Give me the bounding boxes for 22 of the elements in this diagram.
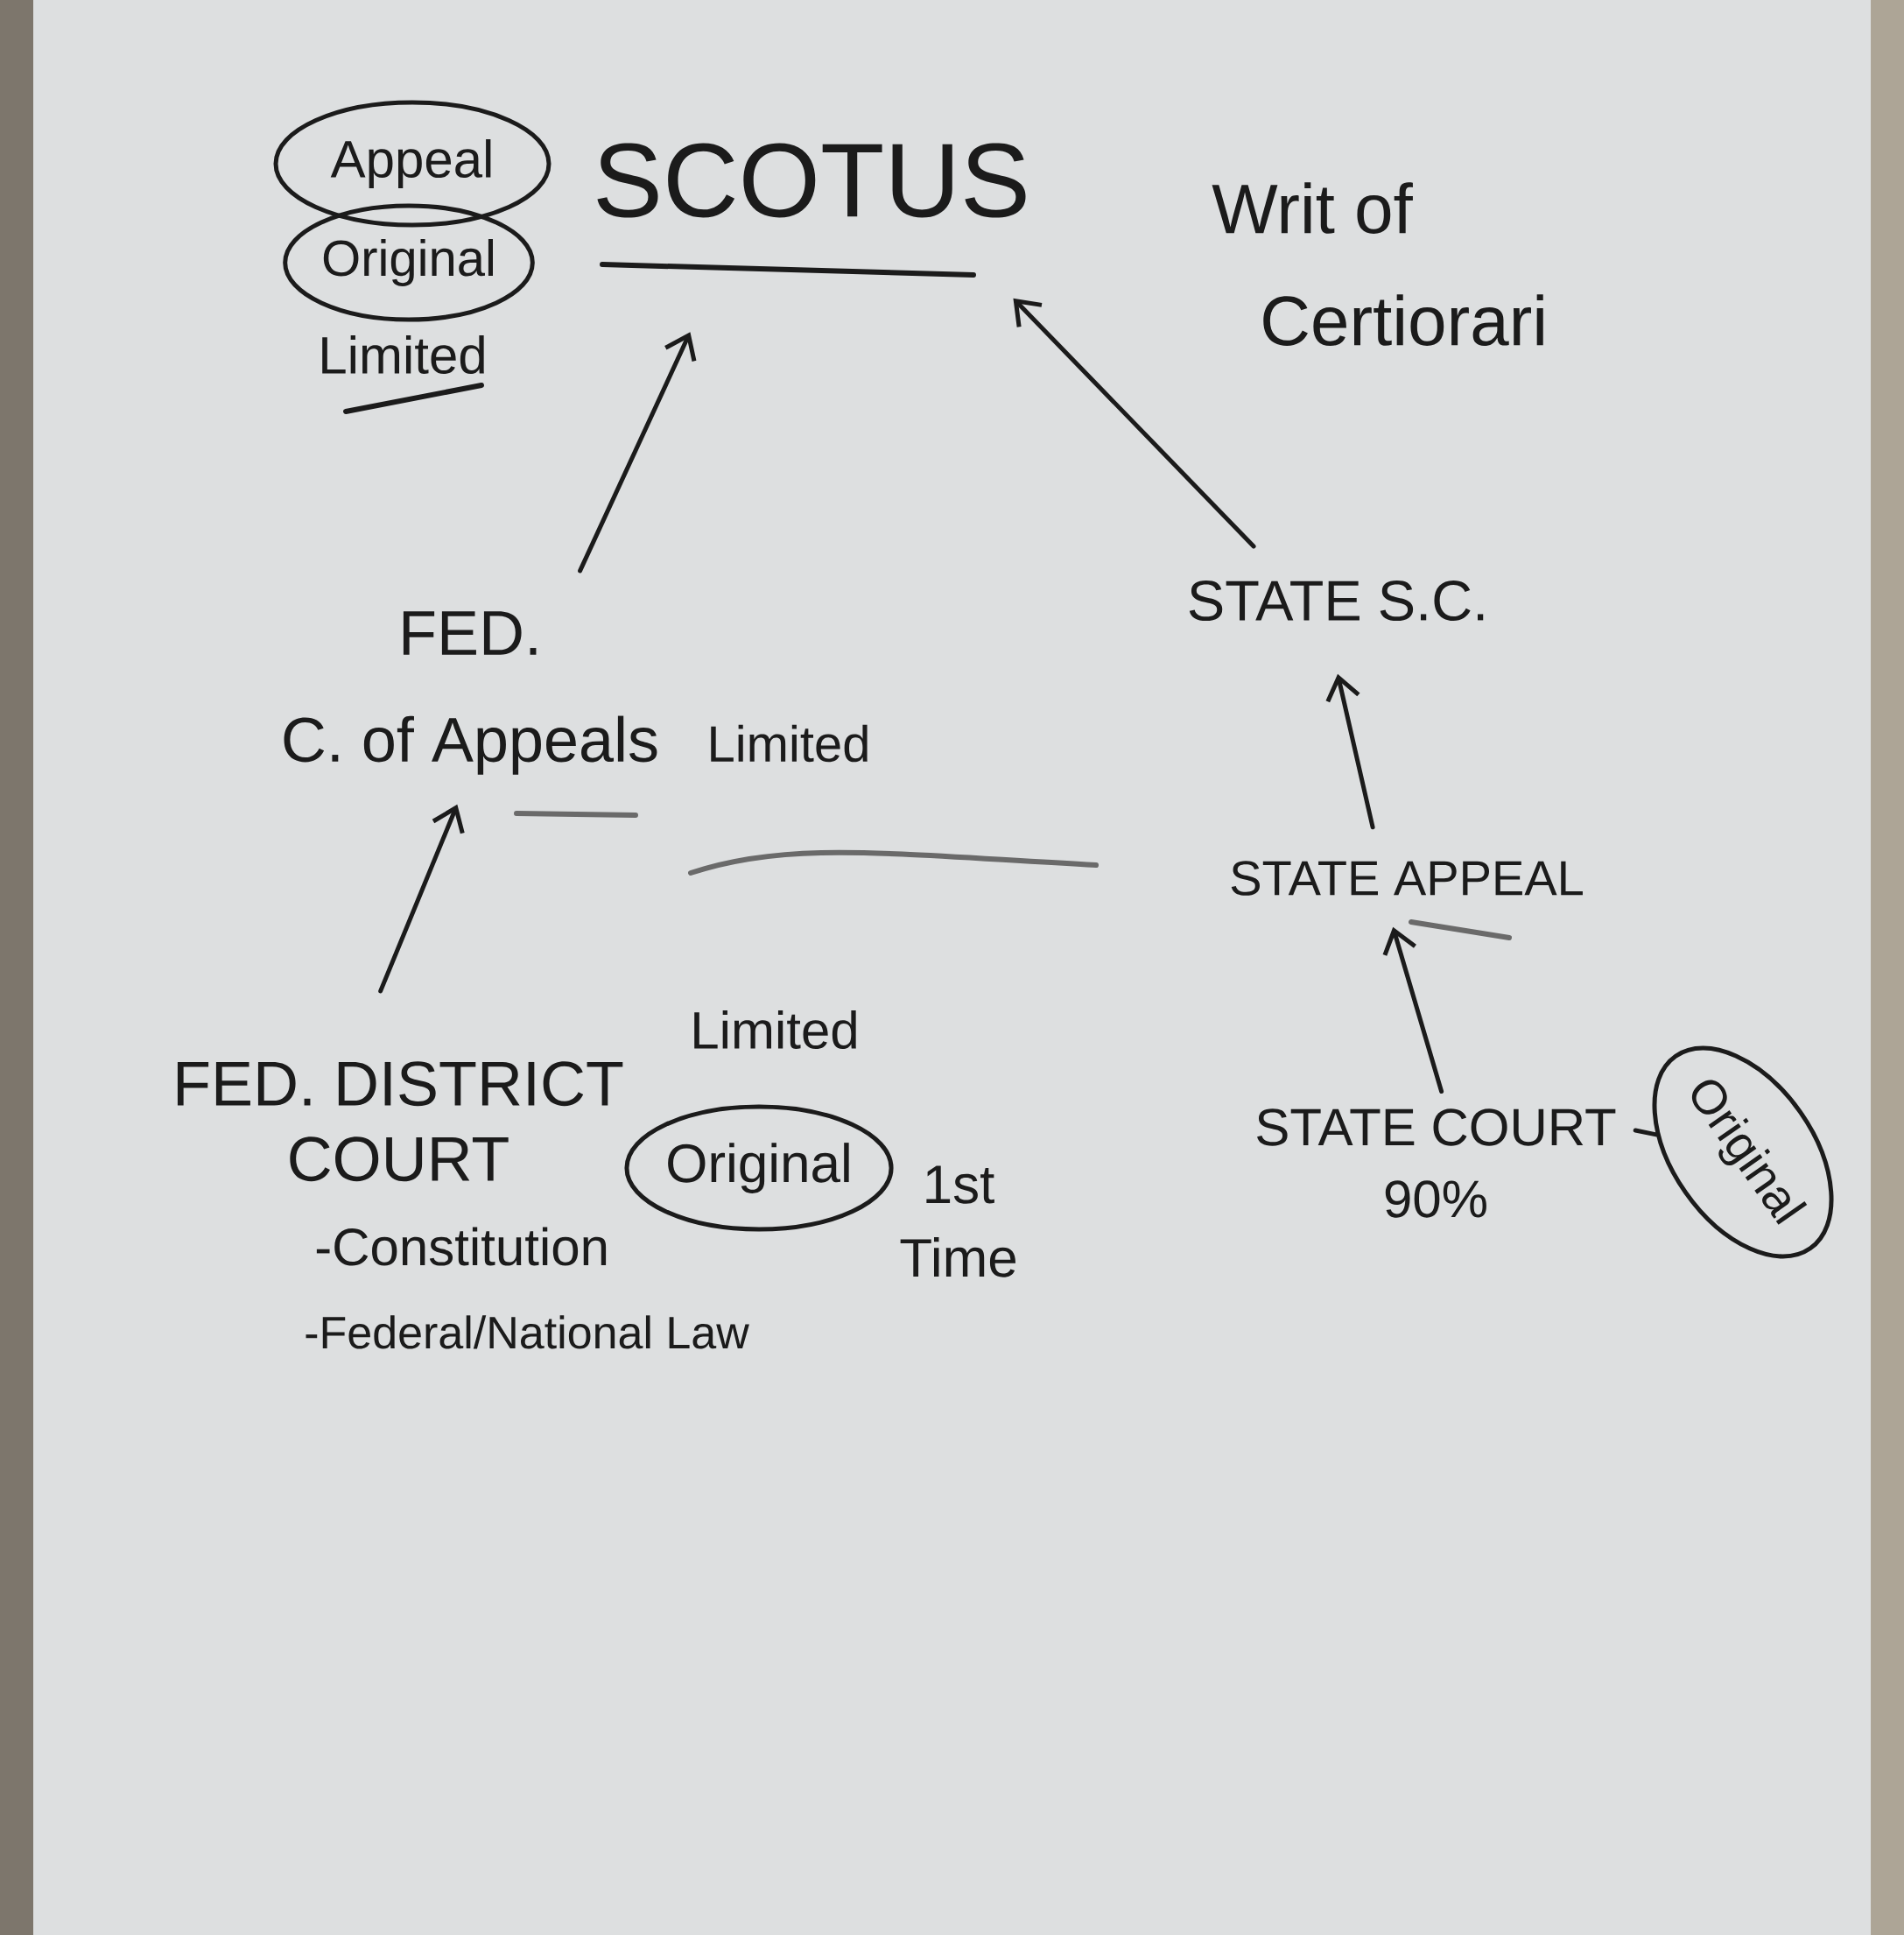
annotation: Limited — [322, 335, 484, 375]
annotation: -Federal/National Law — [306, 1315, 749, 1349]
arrow — [1382, 926, 1444, 1094]
circled-word: Original — [283, 203, 535, 322]
annotation: Limited — [711, 724, 868, 763]
arrow — [1013, 298, 1256, 549]
court-name: SCOTUS — [597, 143, 1026, 218]
annotation: 1st Time — [900, 1165, 1015, 1277]
annotation: Writ of Certiorari — [1212, 182, 1543, 346]
arrow — [1325, 673, 1375, 830]
court-name: STATE S.C. — [1189, 580, 1484, 621]
arrow — [578, 332, 697, 573]
court-name: FED. DISTRICT COURT — [177, 1061, 623, 1182]
circled-word: Appeal — [273, 100, 552, 228]
court-name: STATE APPEAL — [1231, 861, 1583, 896]
court-name: FED. C. of Appeals — [284, 611, 657, 775]
circled-word: Original — [624, 1104, 894, 1232]
court-name: STATE COURT 90% — [1257, 1108, 1616, 1218]
connector-line — [1633, 1128, 1659, 1137]
annotation: Limited — [694, 1010, 856, 1050]
arrow — [378, 804, 465, 994]
annotation: -Constitution — [316, 1227, 607, 1266]
